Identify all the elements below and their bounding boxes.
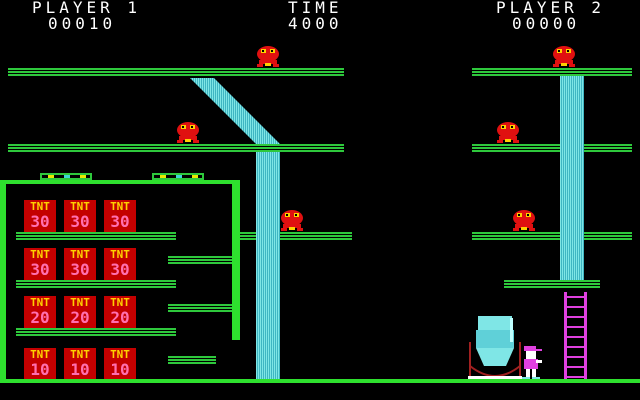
shelf-1 [16, 232, 176, 240]
storage-wall-right [232, 180, 240, 340]
girder-middle-right [472, 232, 632, 240]
shelf-step-1 [168, 256, 232, 264]
shelf-3 [16, 328, 176, 336]
girder-upper-left [8, 144, 344, 152]
storage-roof [0, 180, 240, 184]
pillar-right [560, 76, 584, 280]
roof-gate-left [40, 173, 92, 180]
shelf-step-3 [168, 356, 216, 364]
shelf-2 [16, 280, 176, 288]
miner-player-icon [522, 346, 542, 380]
cement-mixer-icon [468, 316, 522, 379]
red-bomb-creature-icon [281, 210, 303, 231]
pillar-center [256, 152, 280, 380]
storage-wall-left [0, 180, 6, 380]
ladder-icon [564, 292, 587, 380]
red-bomb-creature-icon [513, 210, 535, 231]
ground-floor [0, 379, 640, 383]
red-bomb-creature-icon [553, 46, 575, 67]
player1-label: PLAYER 1 [32, 0, 142, 17]
girder-top-left [8, 68, 344, 76]
diagonal-ramp [190, 78, 280, 144]
girder-lower-right [504, 280, 600, 288]
red-bomb-creature-icon [177, 122, 199, 143]
player2-score: 00000 [512, 14, 581, 33]
red-bomb-creature-icon [257, 46, 279, 67]
girder-upper-right [472, 144, 632, 152]
girder-top-right [472, 68, 632, 76]
girder-middle [240, 232, 352, 240]
red-bomb-creature-icon [497, 122, 519, 143]
shelf-step-2 [168, 304, 232, 312]
player1-score: 00010 [48, 14, 117, 33]
time-label: TIME [288, 0, 343, 17]
time-value: 4000 [288, 14, 343, 33]
player2-label: PLAYER 2 [496, 0, 606, 17]
roof-gate-right [152, 173, 204, 180]
